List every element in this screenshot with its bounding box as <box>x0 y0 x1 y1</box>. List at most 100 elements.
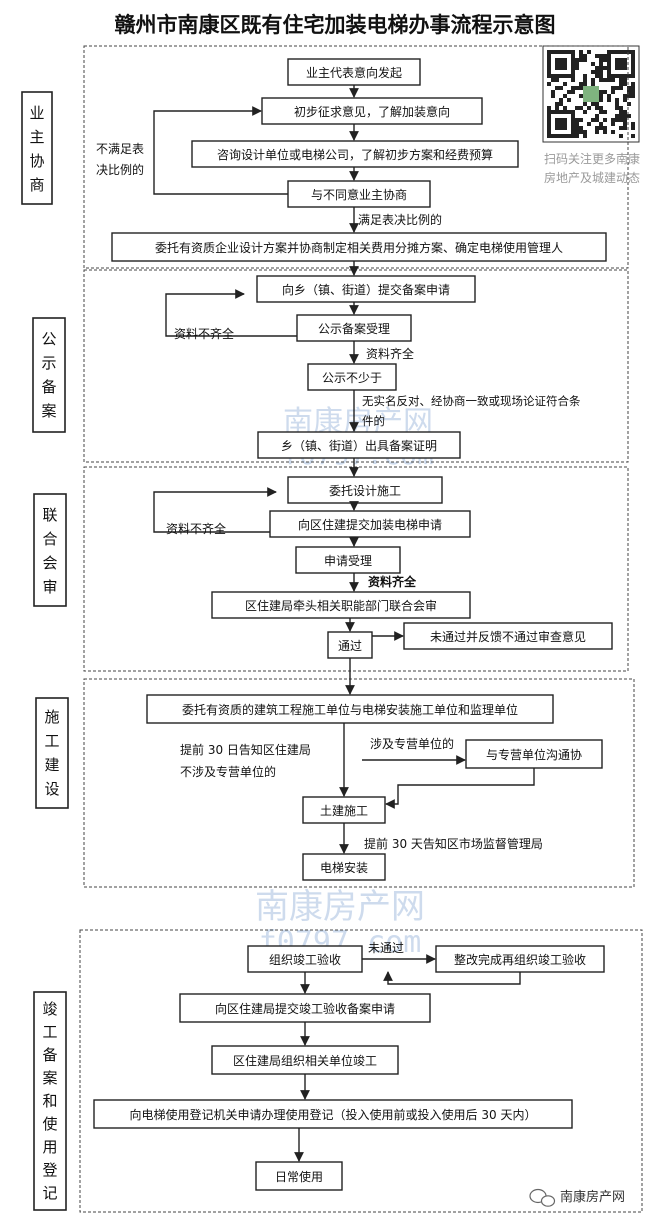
section-frame-5 <box>79 929 643 1213</box>
svg-text:公: 公 <box>41 330 56 348</box>
label-not-meeting-ratio-2: 决比例的 <box>96 162 144 177</box>
svg-text:审: 审 <box>42 578 57 596</box>
svg-text:协: 协 <box>29 152 44 170</box>
svg-text:使: 使 <box>42 1115 57 1133</box>
svg-text:区住建局牵头相关职能部门联合会审: 区住建局牵头相关职能部门联合会审 <box>245 598 437 613</box>
stage-completion-registration: 竣 工 备 案 和 使 用 登 记 <box>33 991 67 1211</box>
svg-text:通过: 通过 <box>338 639 362 653</box>
svg-text:申请受理: 申请受理 <box>324 554 372 568</box>
svg-text:与专营单位沟通协: 与专营单位沟通协 <box>486 747 582 762</box>
step-elevator-installation: 电梯安装 <box>302 853 386 881</box>
step-rectification: 整改完成再组织竣工验收 <box>435 945 605 973</box>
svg-text:主: 主 <box>29 128 44 146</box>
page-title: 赣州市南康区既有住宅加装电梯办事流程示意图 <box>115 12 556 37</box>
stage-negotiation: 业 主 协 商 <box>21 91 53 205</box>
svg-text:业主代表意向发起: 业主代表意向发起 <box>306 65 402 80</box>
label-no-objection-2: 件的 <box>362 414 385 428</box>
svg-text:商: 商 <box>29 176 44 194</box>
svg-text:向区住建局提交竣工验收备案申请: 向区住建局提交竣工验收备案申请 <box>215 1001 395 1016</box>
svg-text:区住建局组织相关单位竣工: 区住建局组织相关单位竣工 <box>233 1053 377 1068</box>
svg-text:建: 建 <box>44 756 59 774</box>
step-civil-construction: 土建施工 <box>302 796 386 824</box>
step-negotiate-dissenters: 与不同意业主协商 <box>287 180 431 208</box>
footer-brand: 南康房产网 <box>529 1188 625 1207</box>
svg-text:委托有资质的建筑工程施工单位与电梯安装施工单位和监理单位: 委托有资质的建筑工程施工单位与电梯安装施工单位和监理单位 <box>182 702 518 717</box>
step-consult-designer: 咨询设计单位或电梯公司，了解初步方案和经费预算 <box>191 140 519 168</box>
svg-text:向电梯使用登记机关申请办理使用登记（投入使用前或投入使用后: 向电梯使用登记机关申请办理使用登记（投入使用前或投入使用后 30 天内） <box>130 1107 537 1122</box>
step-submit-completion-filing: 向区住建局提交竣工验收备案申请 <box>179 993 431 1023</box>
svg-text:备: 备 <box>42 1046 57 1064</box>
step-commission-design: 委托有资质企业设计方案并协商制定相关费用分摊方案、确定电梯使用管理人 <box>111 232 607 262</box>
step-commission-construction-design: 委托设计施工 <box>287 476 443 504</box>
step-completion-acceptance: 组织竣工验收 <box>247 945 363 973</box>
svg-text:土建施工: 土建施工 <box>320 804 368 818</box>
footer-brand-name: 南康房产网 <box>560 1189 625 1205</box>
svg-text:联: 联 <box>42 506 57 524</box>
wechat-icon <box>529 1188 556 1207</box>
svg-text:整改完成再组织竣工验收: 整改完成再组织竣工验收 <box>454 952 586 967</box>
step-owner-initiation: 业主代表意向发起 <box>287 58 421 86</box>
svg-text:未通过并反馈不通过审查意见: 未通过并反馈不通过审查意见 <box>430 629 586 644</box>
step-commission-contractors: 委托有资质的建筑工程施工单位与电梯安装施工单位和监理单位 <box>146 694 554 724</box>
step-initial-consultation: 初步征求意见，了解加装意向 <box>261 97 483 125</box>
svg-text:咨询设计单位或电梯公司，了解初步方案和经费预算: 咨询设计单位或电梯公司，了解初步方案和经费预算 <box>217 147 493 162</box>
section-frame-4 <box>83 678 635 888</box>
svg-text:施: 施 <box>44 708 59 726</box>
svg-text:工: 工 <box>42 1023 57 1041</box>
step-filing-accepted: 公示备案受理 <box>296 314 412 342</box>
step-filing-certificate: 乡（镇、街道）出具备案证明 <box>257 431 461 459</box>
step-submit-filing: 向乡（镇、街道）提交备案申请 <box>256 275 476 303</box>
svg-text:公示不少于: 公示不少于 <box>322 371 382 385</box>
stage-joint-review: 联 合 会 审 <box>33 493 67 607</box>
label-involves-utilities: 涉及专营单位的 <box>370 736 454 751</box>
svg-text:记: 记 <box>42 1184 57 1202</box>
svg-text:业: 业 <box>29 104 44 122</box>
label-not-meeting-ratio-1: 不满足表 <box>96 142 144 156</box>
qr-code <box>542 45 640 143</box>
svg-text:委托设计施工: 委托设计施工 <box>329 484 401 498</box>
qr-caption-line2: 房地产及城建动态 <box>544 170 640 185</box>
step-coordinate-utilities: 与专营单位沟通协 <box>465 739 603 769</box>
svg-text:组织竣工验收: 组织竣工验收 <box>269 952 341 967</box>
label-meeting-ratio: 满足表决比例的 <box>358 212 442 227</box>
step-submit-elevator-application: 向区住建提交加装电梯申请 <box>269 510 471 538</box>
svg-text:竣: 竣 <box>42 1000 57 1018</box>
label-notify-market-bureau: 提前 30 天告知区市场监督管理局 <box>364 836 543 851</box>
step-bureau-completion: 区住建局组织相关单位竣工 <box>211 1045 399 1075</box>
svg-text:和: 和 <box>42 1092 57 1110</box>
step-joint-review: 区住建局牵头相关职能部门联合会审 <box>211 591 471 619</box>
svg-text:工: 工 <box>44 732 59 750</box>
svg-text:乡（镇、街道）出具备案证明: 乡（镇、街道）出具备案证明 <box>281 438 437 453</box>
svg-text:委托有资质企业设计方案并协商制定相关费用分摊方案、确定电梯使: 委托有资质企业设计方案并协商制定相关费用分摊方案、确定电梯使用管理人 <box>155 240 563 255</box>
svg-text:备: 备 <box>41 378 56 396</box>
label-no-objection-1: 无实名反对、经协商一致或现场论证符合条 <box>362 394 581 408</box>
svg-text:示: 示 <box>41 354 56 372</box>
section-frame-3 <box>83 466 629 672</box>
svg-text:公示备案受理: 公示备案受理 <box>318 321 390 336</box>
label-docs-incomplete-2: 资料不齐全 <box>166 521 226 536</box>
step-daily-use: 日常使用 <box>255 1161 343 1191</box>
label-no-utilities: 不涉及专营单位的 <box>180 764 276 779</box>
svg-text:向乡（镇、街道）提交备案申请: 向乡（镇、街道）提交备案申请 <box>282 282 450 297</box>
svg-text:案: 案 <box>42 1069 57 1087</box>
label-docs-complete-1: 资料齐全 <box>366 346 414 361</box>
step-application-accepted: 申请受理 <box>295 546 401 574</box>
watermark-name-2: 南康房产网 <box>255 887 425 927</box>
label-docs-incomplete-1: 资料不齐全 <box>174 326 234 341</box>
step-usage-registration: 向电梯使用登记机关申请办理使用登记（投入使用前或投入使用后 30 天内） <box>93 1099 573 1129</box>
svg-text:初步征求意见，了解加装意向: 初步征求意见，了解加装意向 <box>294 104 450 119</box>
svg-text:电梯安装: 电梯安装 <box>320 860 368 875</box>
step-review-rejected: 未通过并反馈不通过审查意见 <box>403 622 613 650</box>
svg-text:日常使用: 日常使用 <box>275 1169 323 1184</box>
svg-text:案: 案 <box>41 402 56 420</box>
step-review-passed: 通过 <box>327 631 373 659</box>
label-not-passed: 未通过 <box>368 941 404 955</box>
label-notify-housing-bureau: 提前 30 日告知区住建局 <box>180 742 311 757</box>
svg-text:设: 设 <box>44 780 59 798</box>
stage-construction: 施 工 建 设 <box>35 697 69 809</box>
svg-text:合: 合 <box>42 530 57 548</box>
stage-publicity-filing: 公 示 备 案 <box>32 317 66 433</box>
qr-caption-line1: 扫码关注更多南康 <box>544 151 640 166</box>
svg-text:用: 用 <box>42 1138 57 1156</box>
